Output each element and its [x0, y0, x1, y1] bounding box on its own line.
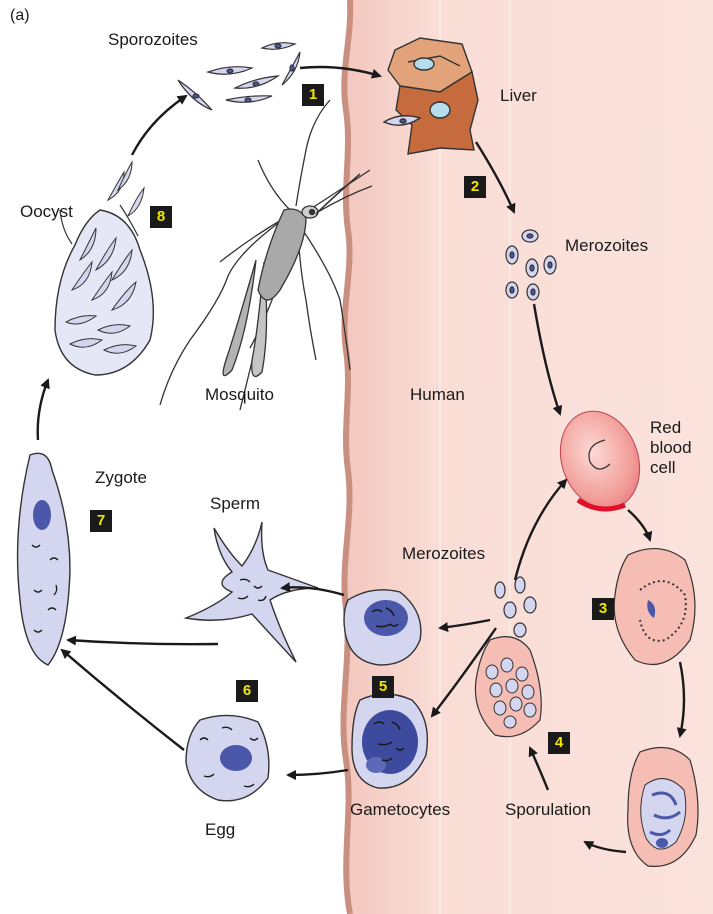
step-7-badge: 7 [90, 510, 112, 532]
step-8-badge: 8 [150, 206, 172, 228]
mosquito [159, 99, 373, 411]
egg [185, 714, 270, 802]
arrow-to-gametocyte-2 [430, 627, 497, 718]
human-region [340, 0, 713, 914]
arrow-schizont-to-sporulation [583, 840, 627, 854]
liver-cells [382, 37, 479, 155]
label-sporulation: Sporulation [505, 800, 592, 819]
arrow-rbc-to-3 [627, 509, 653, 542]
arrow-gametocyte-to-sperm [280, 582, 345, 597]
label-gametocytes: Gametocytes [350, 800, 451, 819]
label-zygote: Zygote [95, 468, 147, 487]
arrow-egg-to-zygote [60, 648, 185, 751]
arrow-3-to-schizont [676, 661, 687, 738]
oocyst [54, 160, 154, 376]
step-3-badge: 3 [592, 598, 614, 620]
label-merozoites-top: Merozoites [565, 236, 649, 255]
panel-label: (a) [10, 7, 30, 24]
label-sperm: Sperm [210, 494, 261, 513]
arrow-sperm-to-zygote [66, 635, 219, 646]
label-liver: Liver [500, 86, 537, 105]
schizont-rbc [627, 746, 699, 868]
zygote [16, 452, 71, 666]
arrow-gametocyte-to-egg [286, 768, 349, 780]
label-human: Human [410, 385, 465, 404]
label-red-blood-cell: Red blood cell [650, 418, 692, 477]
merozoites-top-group [505, 229, 557, 301]
sporozoites-group [177, 42, 301, 111]
label-egg: Egg [205, 820, 236, 839]
sporulation-cell [474, 636, 542, 738]
gametocytes [343, 589, 429, 789]
arrow-1 [299, 65, 382, 79]
red-blood-cell [559, 410, 641, 512]
arrow-oocyst-to-sporozoites [130, 94, 188, 156]
label-merozoites-bottom: Merozoites [402, 544, 486, 563]
arrow-zygote-to-oocyst [36, 378, 50, 441]
label-oocyst: Oocyst [20, 202, 73, 221]
arrow-to-gametocyte-1 [438, 618, 491, 633]
arrow-merozoites-to-rbc [532, 303, 563, 416]
label-mosquito: Mosquito [205, 385, 274, 404]
step-6-badge: 6 [236, 680, 258, 702]
arrow-merozoites-to-rbc-2 [513, 478, 568, 581]
step-1-badge: 1 [302, 84, 324, 106]
arrow-sporulation-to-4 [528, 746, 550, 791]
step-2-badge: 2 [464, 176, 486, 198]
infected-rbc [613, 548, 696, 666]
step-5-badge: 5 [372, 676, 394, 698]
arrows [36, 65, 687, 854]
arrow-2 [474, 141, 516, 214]
merozoites-bottom-group [494, 576, 537, 638]
sperm [183, 521, 319, 663]
step-4-badge: 4 [548, 732, 570, 754]
label-sporozoites: Sporozoites [108, 30, 198, 49]
